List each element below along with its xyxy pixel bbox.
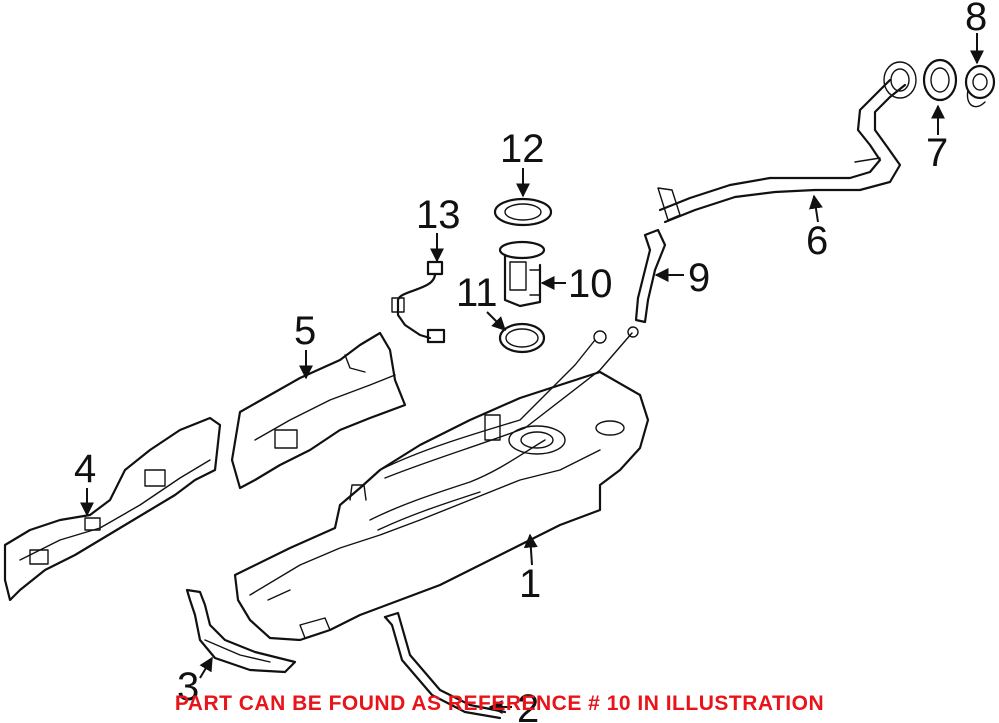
fuel-tank-part[interactable]: [233, 326, 650, 642]
callout-11: 11: [456, 271, 498, 315]
filler-neck-part[interactable]: [657, 61, 917, 224]
callout-8: 8: [965, 0, 987, 39]
callout-3: 3: [177, 665, 199, 709]
callout-10: 10: [568, 262, 613, 306]
callout-12: 12: [500, 127, 545, 171]
callout-1: 1: [519, 562, 541, 606]
fuel-pump-part[interactable]: [498, 240, 546, 308]
heat-shield-left-part[interactable]: [3, 416, 222, 602]
bracket-part[interactable]: [185, 588, 297, 674]
vent-hose-part[interactable]: [634, 228, 667, 324]
pump-gasket-part[interactable]: [498, 322, 546, 354]
leader-lines: [80, 33, 984, 714]
callout-9: 9: [688, 256, 710, 300]
callout-13: 13: [416, 193, 461, 237]
callout-2: 2: [517, 687, 539, 723]
tank-strap-part[interactable]: [383, 611, 507, 720]
reference-caption: PART CAN BE FOUND AS REFERENCE # 10 IN I…: [174, 692, 825, 715]
filler-ring-part[interactable]: [922, 58, 958, 102]
callout-7: 7: [926, 131, 948, 175]
fuel-level-sender-part[interactable]: [391, 260, 446, 344]
callout-5: 5: [294, 309, 316, 353]
fuel-cap-part[interactable]: [964, 64, 996, 108]
callout-6: 6: [806, 219, 828, 263]
lock-ring-part[interactable]: [493, 197, 553, 227]
callout-4: 4: [74, 447, 96, 491]
heat-shield-center-part[interactable]: [230, 331, 407, 490]
